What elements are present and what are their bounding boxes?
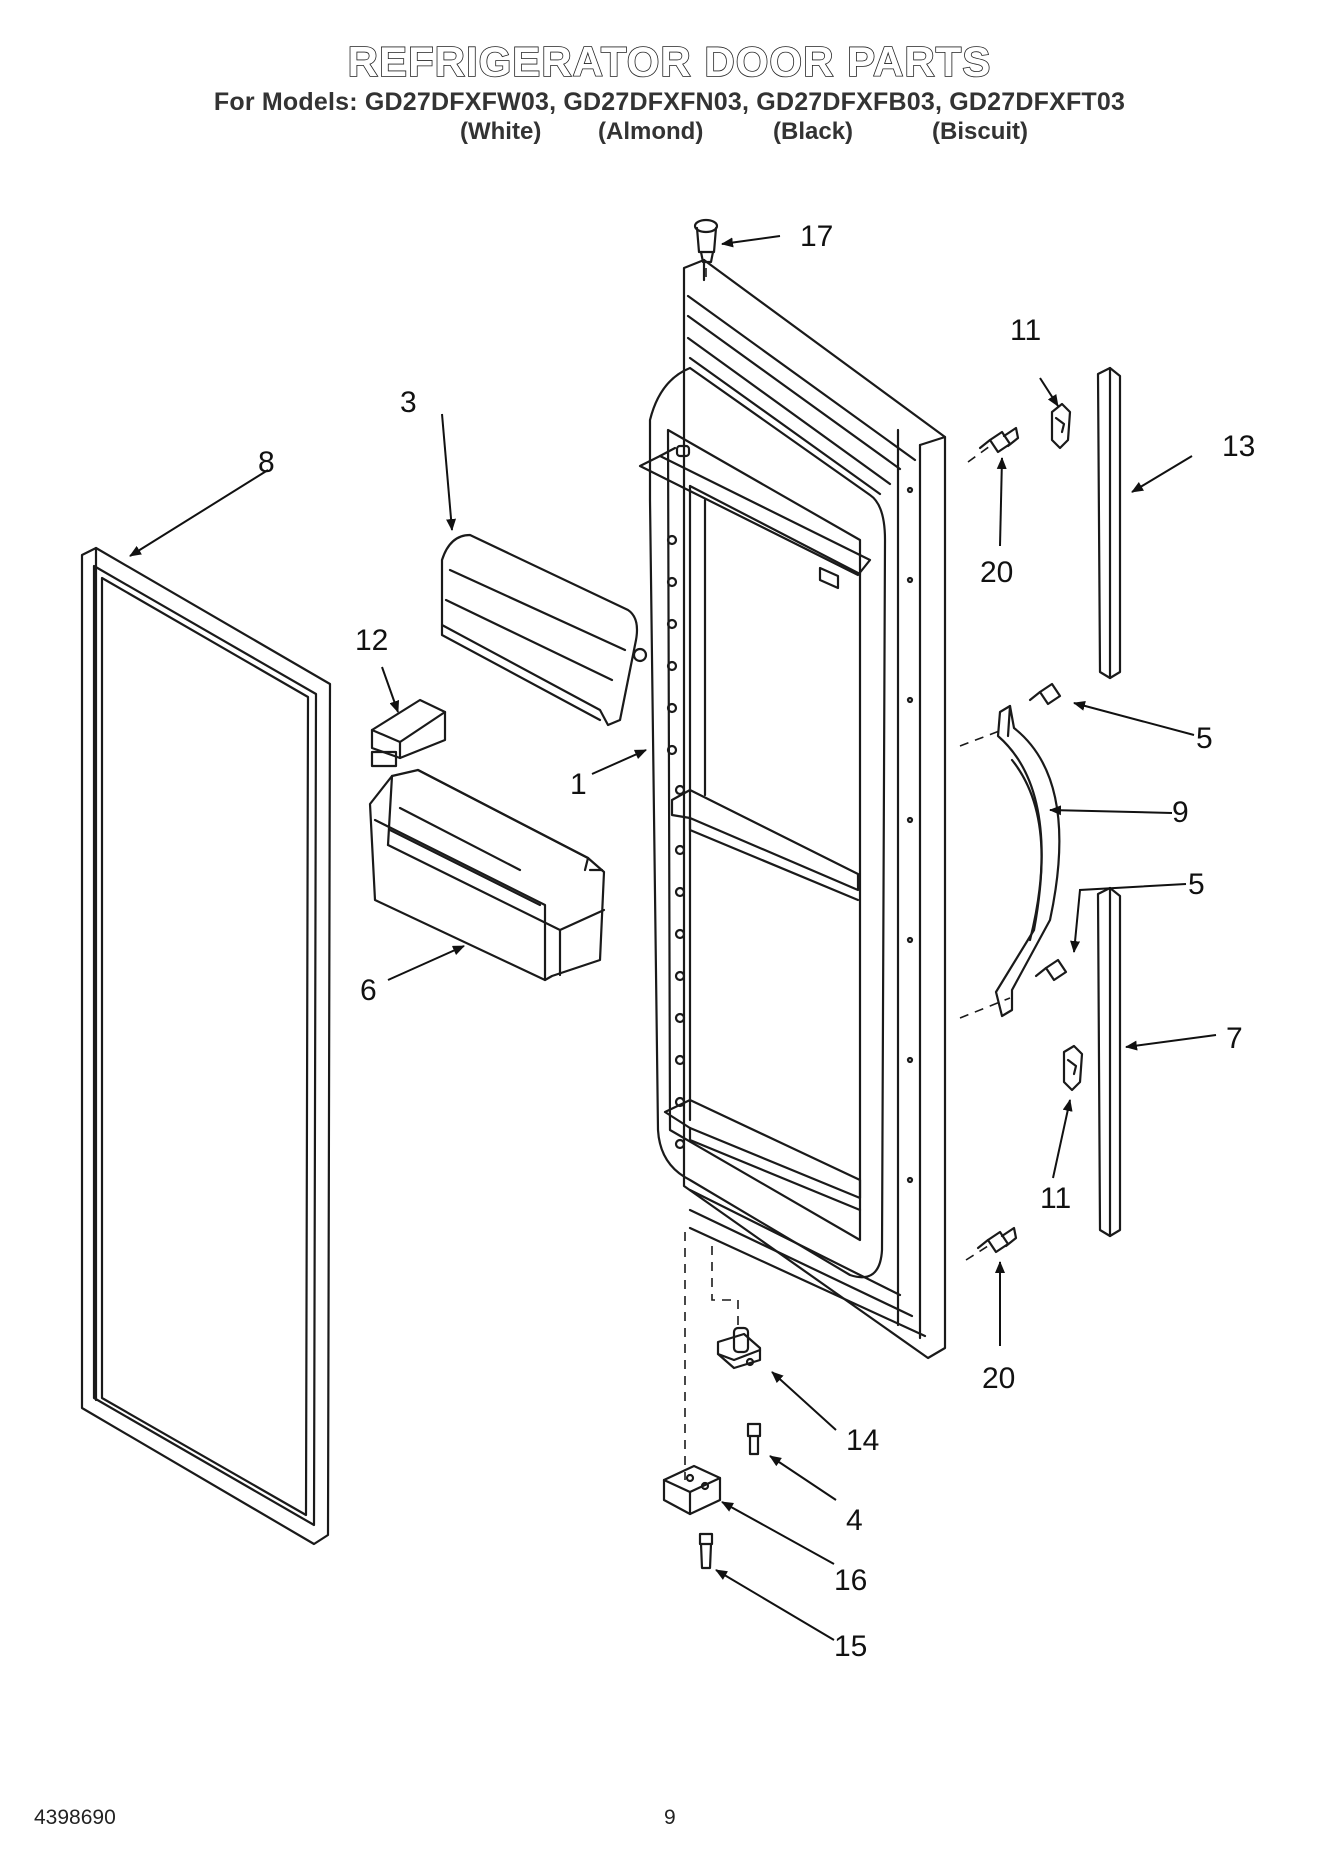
callout-labels: 17 11 13 20 3 8 12 1 5 9 5 6 7 11 20 14 … — [258, 220, 1255, 1663]
door-liner-holes — [666, 486, 914, 1184]
callout-20-upper: 20 — [980, 556, 1013, 589]
trim-clip-lower-part — [1062, 1044, 1084, 1092]
callout-14: 14 — [846, 1424, 879, 1457]
page-title: REFRIGERATOR DOOR PARTS — [347, 37, 992, 86]
lower-handle-trim-part — [1096, 886, 1122, 1238]
callout-12: 12 — [355, 624, 388, 657]
callout-5-lower: 5 — [1188, 868, 1205, 901]
callout-9: 9 — [1172, 796, 1189, 829]
color-label-biscuit: (Biscuit) — [932, 118, 1028, 145]
callout-3: 3 — [400, 386, 417, 419]
color-label-white: (White) — [460, 118, 542, 145]
trim-clip-upper-part — [1050, 402, 1072, 450]
callout-4: 4 — [846, 1504, 863, 1537]
page-number: 9 — [664, 1806, 676, 1829]
callout-17: 17 — [800, 220, 833, 253]
models-line: For Models: GD27DFXFW03, GD27DFXFN03, GD… — [213, 88, 1126, 116]
callout-11-lower: 11 — [1040, 1182, 1071, 1215]
handle-screw-lower-part — [1034, 958, 1068, 982]
callout-11-upper: 11 — [1010, 314, 1041, 347]
callout-15: 15 — [834, 1630, 867, 1663]
callout-7: 7 — [1226, 1022, 1243, 1055]
color-label-black: (Black) — [773, 118, 854, 145]
upper-handle-trim-part — [1096, 366, 1122, 680]
callout-20-lower: 20 — [982, 1362, 1015, 1395]
dairy-door-part — [440, 533, 648, 727]
callout-13: 13 — [1222, 430, 1255, 463]
hinge-screw-part — [746, 1422, 762, 1456]
callout-8: 8 — [258, 446, 275, 479]
leader-arrows — [129, 235, 1217, 1641]
top-plug-part — [693, 218, 719, 264]
screw-upper-part — [978, 426, 1020, 454]
hinge-bolt-part — [698, 1532, 714, 1570]
alignment-lines — [684, 268, 1011, 1480]
callout-6: 6 — [360, 974, 377, 1007]
handle-screw-upper-part — [1028, 682, 1062, 706]
door-liner-part — [638, 258, 947, 1360]
door-handle-part — [994, 704, 1061, 1018]
screw-lower-part — [976, 1226, 1018, 1254]
callout-1: 1 — [570, 768, 587, 801]
hinge-pin-part — [716, 1326, 762, 1370]
bottom-hinge-part — [662, 1464, 722, 1516]
color-label-almond: (Almond) — [598, 118, 704, 145]
document-number: 4398690 — [34, 1806, 116, 1829]
callout-16: 16 — [834, 1564, 867, 1597]
dairy-pivot-part — [370, 698, 447, 768]
door-bin-part — [368, 768, 606, 982]
door-gasket-part — [80, 546, 332, 1546]
callout-5-upper: 5 — [1196, 722, 1213, 755]
